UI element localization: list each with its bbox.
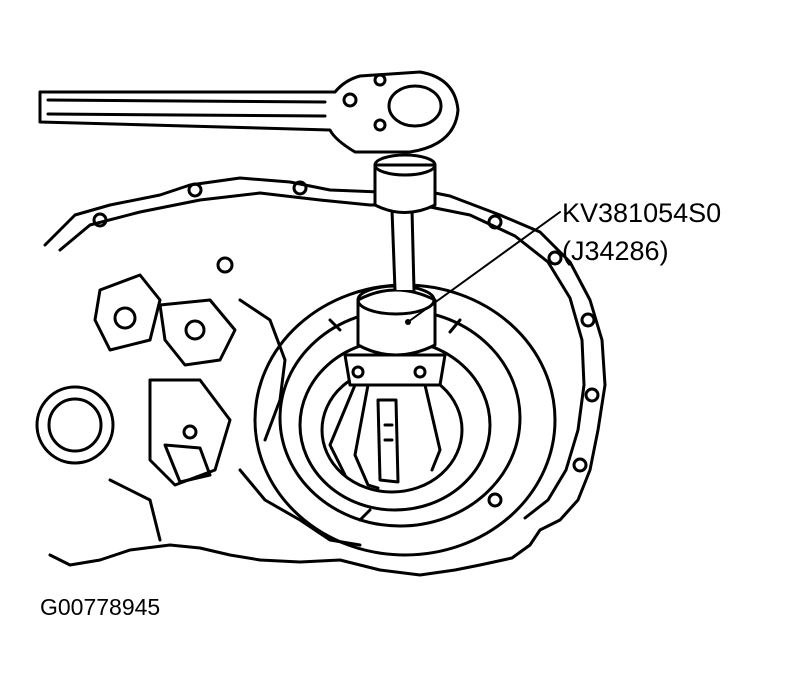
housing-left-detail <box>35 273 362 547</box>
ratchet-wrench <box>38 70 460 154</box>
callout-leader-dot <box>405 319 411 325</box>
figure-id: G00778945 <box>40 594 161 620</box>
callout-alt-part-number: (J34286) <box>562 236 669 266</box>
transaxle-housing <box>43 176 607 577</box>
puller-tool <box>328 284 447 490</box>
callout-part-number: KV381054S0 <box>562 198 722 228</box>
callout-leader-line <box>407 211 561 323</box>
socket-extension <box>373 153 437 292</box>
